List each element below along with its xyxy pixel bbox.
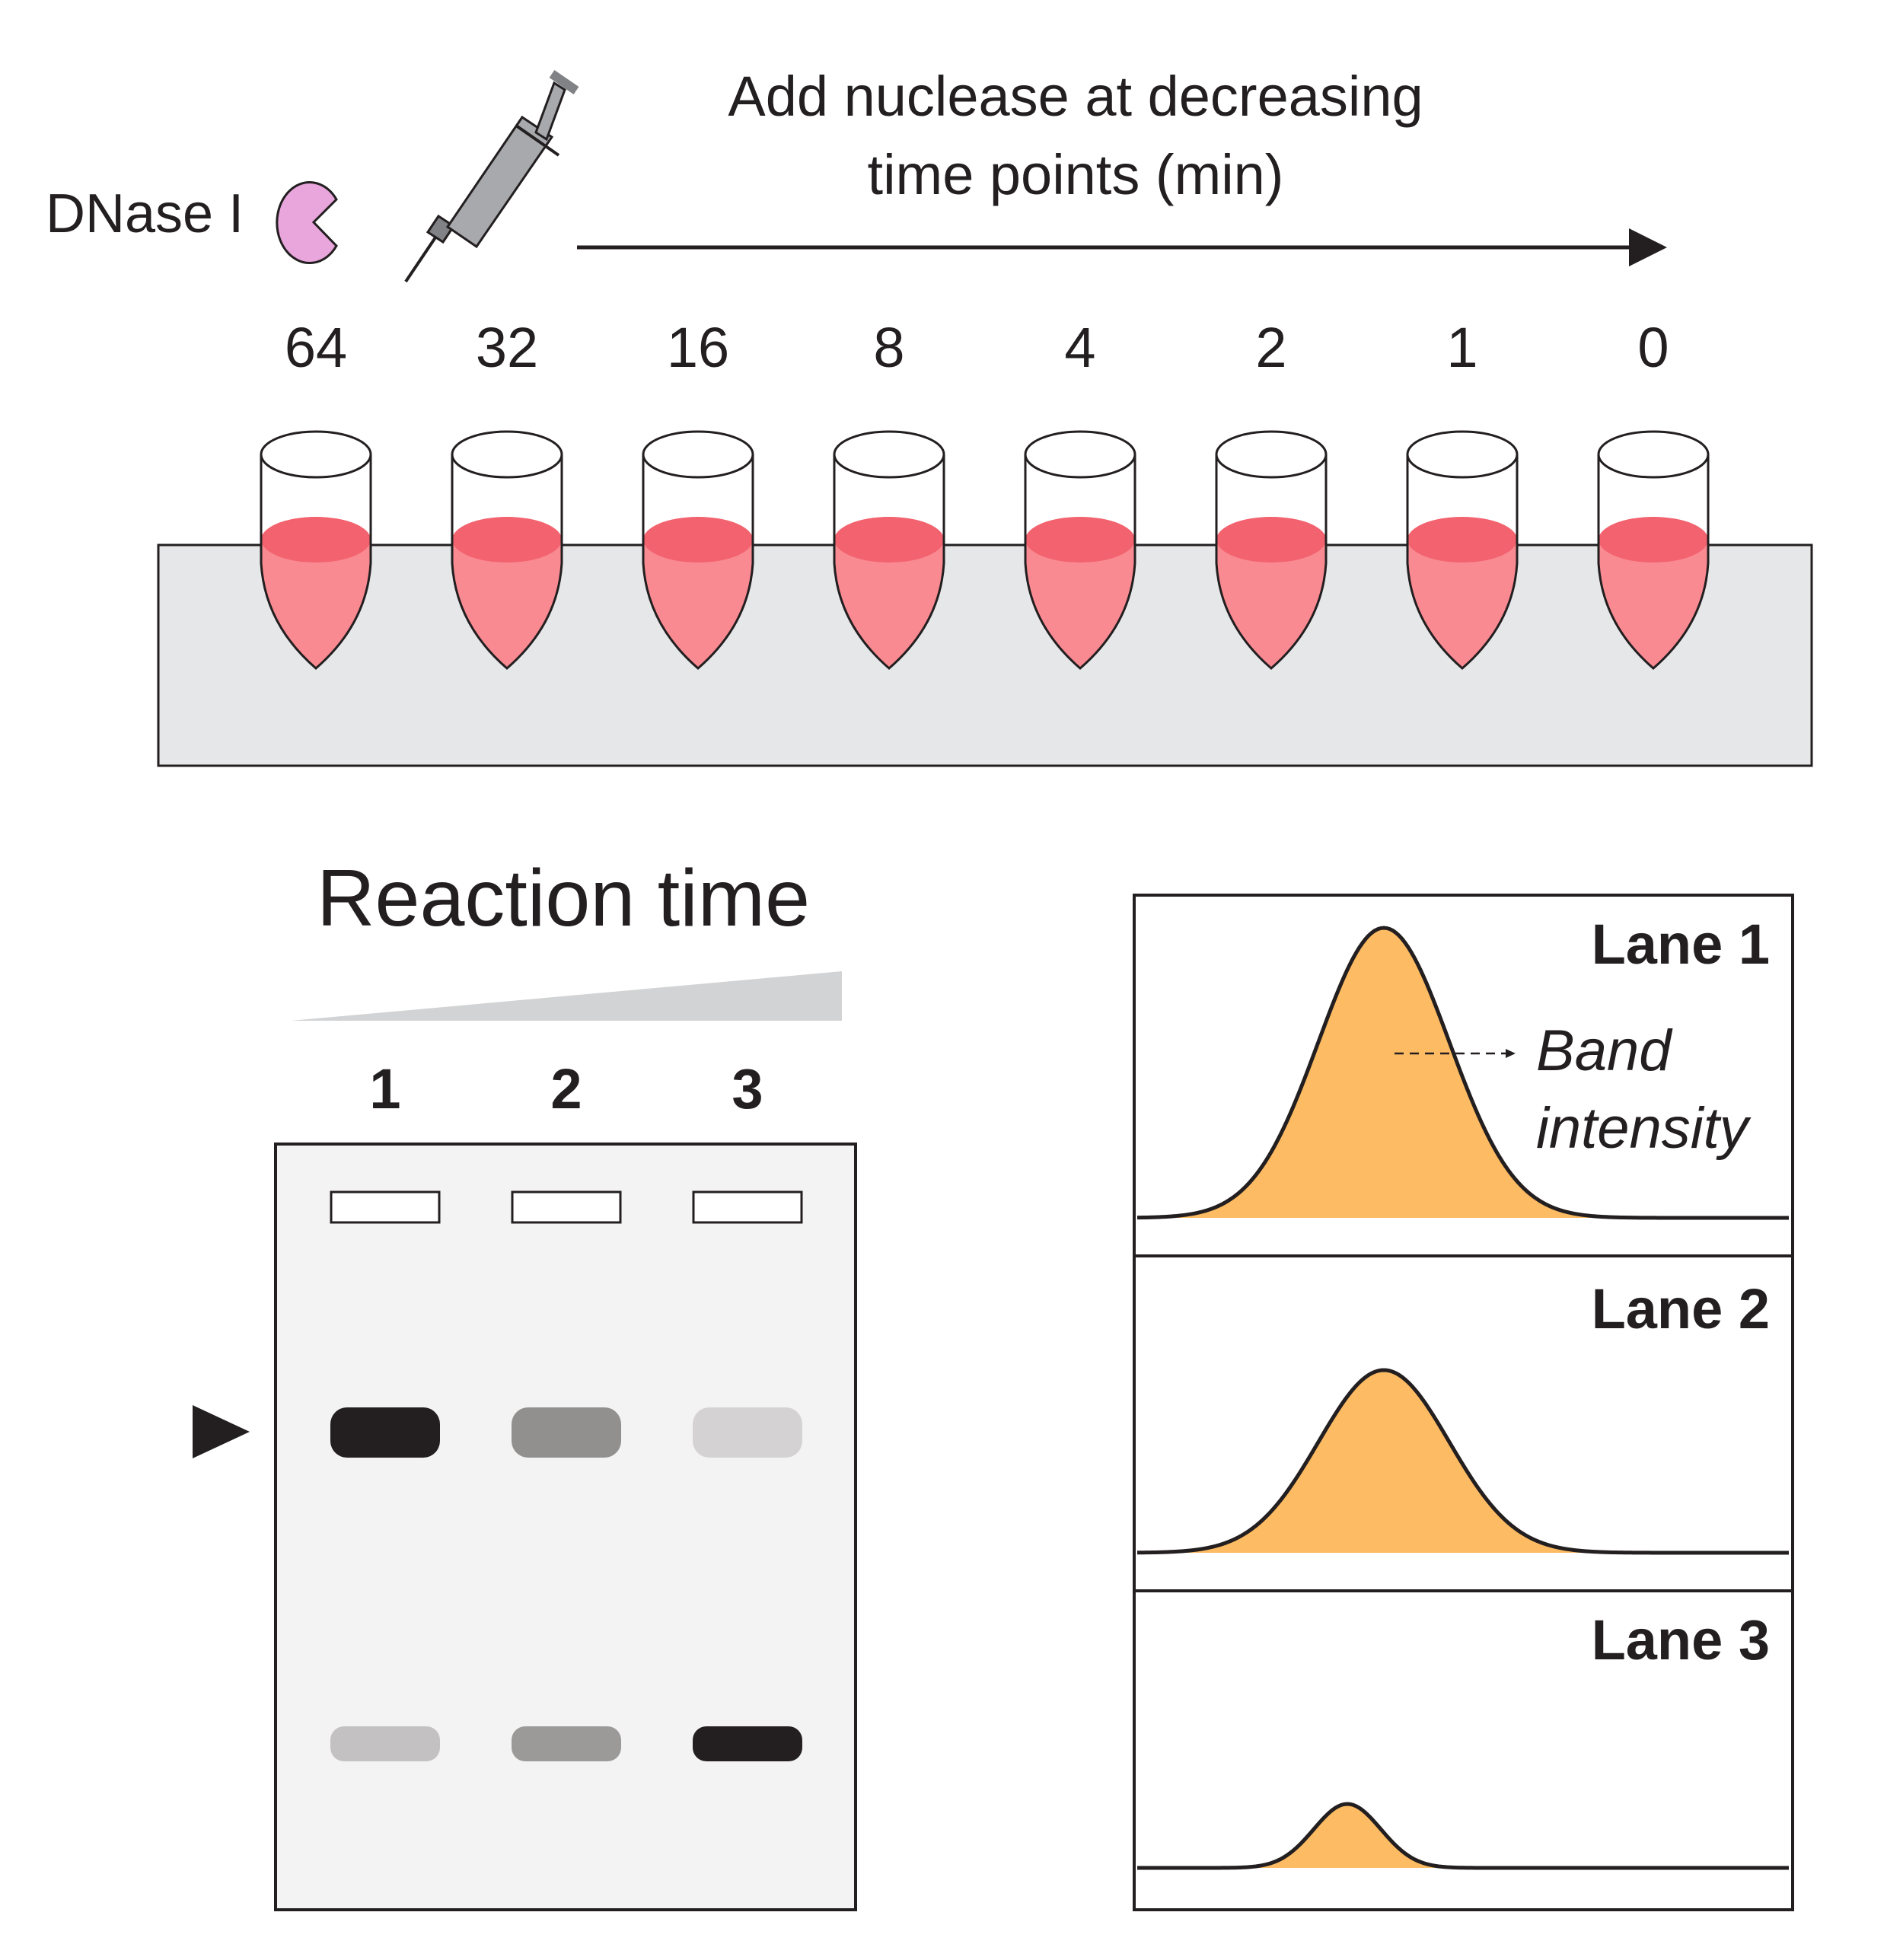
profile-trace xyxy=(1136,1368,1789,1555)
tube-outline xyxy=(1597,454,1710,670)
time-point-label: 32 xyxy=(476,316,538,379)
timeline-title-line2: time points (min) xyxy=(868,143,1284,206)
band-intensity-label-line1: Band xyxy=(1536,1018,1673,1083)
tube-liquid xyxy=(1216,540,1326,668)
time-point-label: 64 xyxy=(285,316,347,379)
profile-peak-area xyxy=(1137,1370,1789,1553)
tube-outline xyxy=(260,454,372,670)
gel-body xyxy=(274,1143,857,1911)
tube xyxy=(260,430,372,670)
tube-outline xyxy=(1024,454,1136,670)
tube-liquid-surface xyxy=(1025,517,1135,563)
syringe-icon xyxy=(404,70,579,283)
tube-rim xyxy=(642,430,754,479)
gel-well xyxy=(511,1190,622,1224)
tube-liquid-surface xyxy=(261,517,371,563)
tube-liquid-surface xyxy=(1216,517,1326,563)
tube-liquid xyxy=(643,540,753,668)
gel-well xyxy=(330,1190,441,1224)
time-point-label: 1 xyxy=(1446,316,1477,379)
tube xyxy=(1024,430,1136,670)
tube-rim xyxy=(1406,430,1519,479)
time-point-label: 8 xyxy=(873,316,904,379)
gel-band-upper xyxy=(693,1407,802,1458)
tube-liquid-surface xyxy=(452,517,562,563)
tube-outline xyxy=(642,454,754,670)
tube-liquid xyxy=(1407,540,1517,668)
gel-wells xyxy=(330,1190,803,1224)
time-point-label: 2 xyxy=(1255,316,1286,379)
tube-liquid-surface xyxy=(1599,517,1708,563)
gel-band-lower xyxy=(512,1726,621,1761)
reaction-time-ramp xyxy=(291,971,842,1021)
profile-panel: Lane 2 xyxy=(1133,1254,1794,1592)
time-point-label: 0 xyxy=(1637,316,1669,379)
dnase-enzyme-icon xyxy=(276,181,338,264)
tube-liquid-surface xyxy=(643,517,753,563)
tube-rim xyxy=(1215,430,1328,479)
gel-lane-label: 3 xyxy=(732,1057,763,1120)
tube xyxy=(833,430,945,670)
time-point-labels: 64 32 16 8 4 2 1 0 xyxy=(285,316,1669,379)
profile-lane-label: Lane 1 xyxy=(1592,913,1770,976)
gel-lane-label: 1 xyxy=(369,1057,400,1120)
gel-lane-labels: 1 2 3 xyxy=(369,1057,763,1120)
gel-band-upper xyxy=(330,1407,440,1458)
tube xyxy=(451,430,563,670)
tube-liquid-surface xyxy=(834,517,944,563)
profile-panel: Lane 3 xyxy=(1133,1589,1794,1911)
tube-outline xyxy=(833,454,945,670)
profile-trace xyxy=(1136,926,1789,1220)
profile-trace xyxy=(1137,1802,1789,1870)
densitometry-profiles: Lane 1 Lane 2 Lane 3 xyxy=(1133,894,1794,1911)
tube xyxy=(1215,430,1328,670)
gel-band-lower xyxy=(330,1726,440,1761)
tube-outline xyxy=(451,454,563,670)
gel-band-upper xyxy=(512,1407,621,1458)
time-point-label: 4 xyxy=(1064,316,1095,379)
tube-rim xyxy=(1597,430,1710,479)
gel-bands xyxy=(330,1407,802,1761)
profile-lane-label: Lane 2 xyxy=(1592,1277,1770,1340)
band-pointer-arrow xyxy=(193,1405,250,1458)
timeline-title-line1: Add nuclease at decreasing xyxy=(728,65,1423,128)
tube-liquid xyxy=(261,540,371,668)
timeline-arrowhead xyxy=(1629,228,1667,266)
band-intensity-label-line2: intensity xyxy=(1536,1096,1752,1161)
tube-rim xyxy=(451,430,563,479)
gel-band-lower xyxy=(693,1726,802,1761)
profile-panel: Lane 1 xyxy=(1133,894,1794,1257)
time-point-label: 16 xyxy=(667,316,729,379)
enzyme-label: DNase I xyxy=(46,183,244,244)
tube-row xyxy=(260,430,1710,670)
tube xyxy=(1406,430,1519,670)
gel-well xyxy=(692,1190,803,1224)
profile-frame xyxy=(1133,1589,1794,1911)
tube-rim xyxy=(833,430,945,479)
tube xyxy=(1597,430,1710,670)
profile-peak-area xyxy=(1137,928,1789,1218)
tube-liquid-surface xyxy=(1407,517,1517,563)
tube-outline xyxy=(1406,454,1519,670)
tube-rim xyxy=(1024,430,1136,479)
profile-peak-area xyxy=(1137,1804,1789,1868)
tube-rim xyxy=(260,430,372,479)
gel-title: Reaction time xyxy=(317,853,810,943)
profile-lane-label: Lane 3 xyxy=(1592,1608,1770,1672)
tube-rack xyxy=(157,543,1813,767)
tube-outline xyxy=(1215,454,1328,670)
tube-liquid xyxy=(452,540,562,668)
tube xyxy=(642,430,754,670)
tube-liquid xyxy=(834,540,944,668)
gel-lane-label: 2 xyxy=(550,1057,582,1120)
tube-liquid xyxy=(1599,540,1708,668)
tube-liquid xyxy=(1025,540,1135,668)
